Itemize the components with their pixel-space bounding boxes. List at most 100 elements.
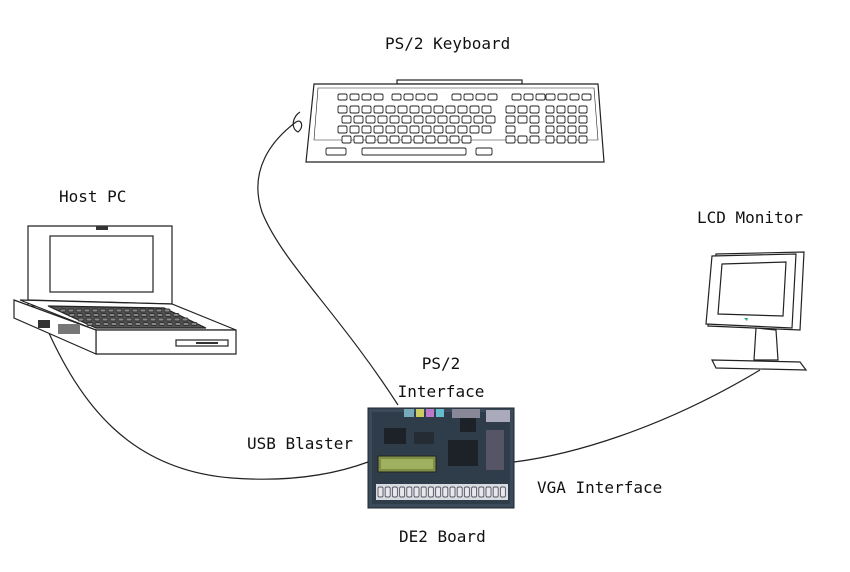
key-shape	[164, 313, 172, 317]
key-shape	[505, 105, 516, 114]
key-shape	[181, 317, 189, 322]
key-shape	[399, 486, 406, 498]
key-shape	[556, 115, 566, 124]
key-shape	[132, 313, 140, 317]
key-shape	[389, 135, 400, 144]
key-shape	[578, 125, 588, 134]
key-shape	[126, 322, 134, 326]
key-shape	[545, 105, 555, 114]
key-shape	[92, 313, 100, 317]
key-shape	[150, 322, 158, 326]
key-shape	[123, 308, 131, 313]
key-shape	[457, 105, 468, 114]
key-shape	[337, 125, 348, 134]
key-shape	[473, 115, 484, 124]
key-shape	[463, 93, 474, 101]
key-shape	[413, 486, 420, 498]
key-shape	[349, 105, 360, 114]
key-shape	[83, 308, 91, 313]
key-shape	[475, 93, 486, 101]
key-shape	[361, 125, 372, 134]
key-shape	[478, 486, 485, 498]
key-shape	[517, 135, 528, 144]
key-shape	[406, 486, 413, 498]
key-shape	[556, 105, 566, 114]
key-shape	[456, 486, 463, 498]
laptop-icon	[13, 225, 237, 355]
key-shape	[391, 93, 402, 101]
key-shape	[102, 322, 110, 326]
key-shape	[377, 486, 384, 498]
key-shape	[385, 105, 396, 114]
key-shape	[99, 308, 107, 313]
key-shape	[163, 308, 171, 313]
key-shape	[68, 313, 76, 317]
key-shape	[427, 93, 438, 101]
key-shape	[349, 93, 360, 101]
key-shape	[124, 313, 132, 317]
key-shape	[517, 105, 528, 114]
key-shape	[325, 147, 347, 156]
key-shape	[481, 105, 492, 114]
key-shape	[435, 486, 442, 498]
key-shape	[463, 486, 470, 498]
key-shape	[182, 322, 190, 326]
key-shape	[529, 115, 540, 124]
key-shape	[461, 135, 472, 144]
key-shape	[109, 317, 117, 322]
key-shape	[475, 147, 493, 156]
key-shape	[377, 115, 388, 124]
key-shape	[116, 313, 124, 317]
laptop-keyboard-keys	[59, 308, 198, 326]
key-shape	[147, 308, 155, 313]
key-shape	[403, 93, 414, 101]
key-shape	[361, 93, 372, 101]
key-shape	[581, 93, 592, 101]
key-shape	[67, 308, 75, 313]
key-shape	[100, 313, 108, 317]
key-shape	[523, 93, 534, 101]
key-shape	[545, 125, 555, 134]
key-shape	[505, 125, 516, 134]
key-shape	[94, 322, 102, 326]
key-shape	[361, 105, 372, 114]
key-shape	[337, 93, 348, 101]
key-shape	[425, 115, 436, 124]
key-shape	[469, 105, 480, 114]
key-shape	[391, 486, 398, 498]
monitor-icon	[705, 251, 808, 371]
key-shape	[173, 317, 181, 322]
key-shape	[166, 322, 174, 326]
key-shape	[118, 322, 126, 326]
key-shape	[156, 313, 164, 317]
key-shape	[75, 308, 83, 313]
key-shape	[485, 115, 496, 124]
key-shape	[413, 135, 424, 144]
key-shape	[413, 115, 424, 124]
key-shape	[499, 486, 506, 498]
key-shape	[384, 486, 391, 498]
key-shape	[76, 313, 84, 317]
key-shape	[134, 322, 142, 326]
host-pc-label: Host PC	[59, 187, 127, 206]
key-shape	[157, 317, 165, 322]
usb-cable	[43, 321, 369, 480]
key-shape	[389, 115, 400, 124]
key-shape	[545, 93, 556, 101]
key-shape	[556, 125, 566, 134]
vga-interface-label: VGA Interface	[537, 478, 663, 497]
key-shape	[337, 105, 348, 114]
key-shape	[174, 322, 182, 326]
cables	[43, 111, 761, 480]
key-shape	[365, 115, 376, 124]
key-shape	[59, 308, 67, 313]
key-shape	[485, 486, 492, 498]
lcd-monitor-label: LCD Monitor	[697, 208, 803, 227]
key-shape	[165, 317, 173, 322]
key-shape	[385, 125, 396, 134]
key-shape	[433, 105, 444, 114]
keyboard-label: PS/2 Keyboard	[385, 34, 511, 53]
ps2-interface-label-line1: PS/2	[421, 354, 461, 373]
key-shape	[471, 486, 478, 498]
